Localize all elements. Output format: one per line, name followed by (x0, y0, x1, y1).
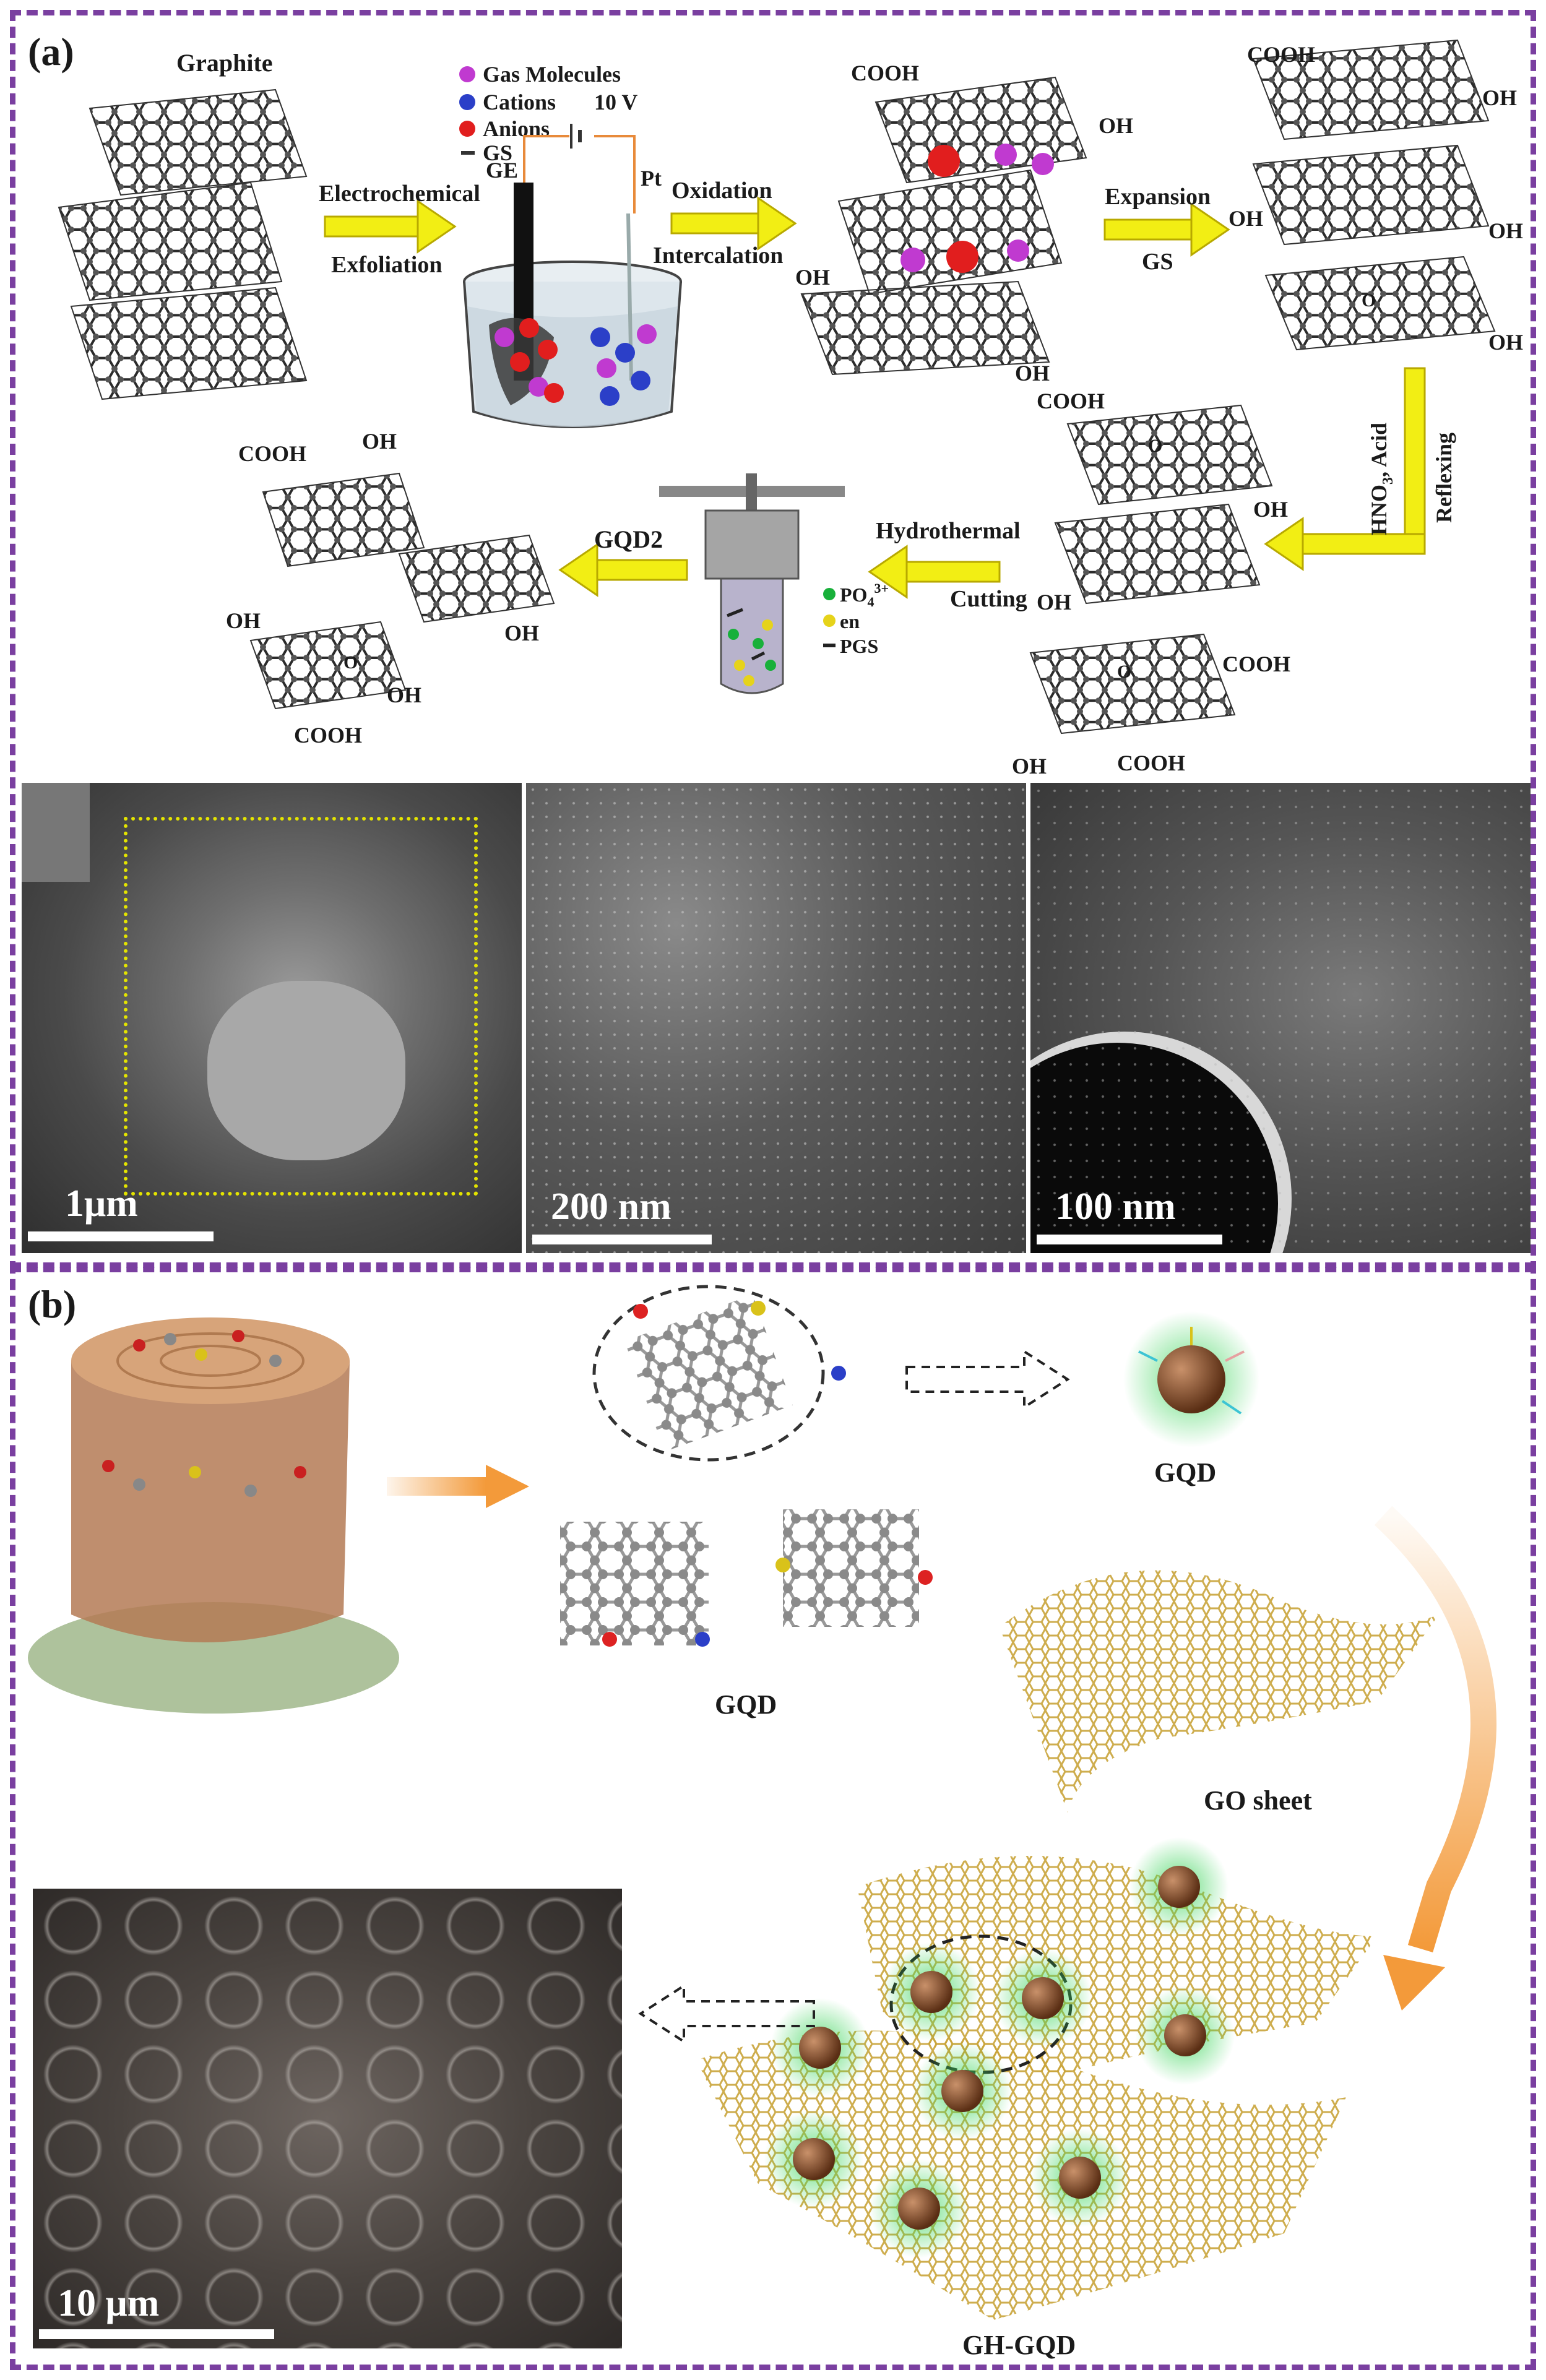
arrow-hydrothermal (868, 545, 1001, 599)
gqd2-fragments (249, 472, 555, 710)
step1-bottom-label: Exfoliation (331, 252, 442, 278)
step3-top-label: Expansion (1105, 184, 1211, 210)
group-oh-8: OH (1253, 497, 1288, 522)
gh-gqd-composite (696, 1837, 1377, 2320)
group-oh-9: OH (1037, 590, 1071, 614)
panel-a-label: (a) (28, 30, 74, 74)
legend-gas: Gas Molecules (483, 62, 621, 87)
step3-bottom-label: GS (1142, 249, 1173, 275)
panel-b-diagram: (b) (28, 1282, 1496, 2360)
legend-cations: Cations (483, 90, 556, 114)
legend-en: en (840, 610, 860, 632)
scale-bar-2 (532, 1235, 712, 1244)
step1-top-label: Electrochemical (319, 181, 480, 207)
group-cooh-3: COOH (1037, 389, 1105, 413)
group-cooh-5: COOH (1117, 751, 1185, 775)
arrow-expansion (1103, 202, 1230, 257)
scale-bar-4 (39, 2329, 274, 2339)
arrow-stump-to-gqd (387, 1465, 529, 1508)
step4-top-label: HNO3, Acid (1367, 423, 1396, 535)
scale-label-4: 10 μm (58, 2282, 160, 2324)
scale-label-1: 1μm (65, 1183, 138, 1225)
scale-label-3: 100 nm (1055, 1186, 1176, 1228)
panel-b: (b) (10, 1262, 1536, 2370)
step4-bottom-label: Reflexing (1432, 433, 1456, 523)
group-oh-11: OH (362, 429, 397, 454)
arrow-oxidation (670, 196, 797, 251)
group-cooh-1: COOH (851, 61, 919, 85)
gqd-single-label: GQD (1154, 1457, 1216, 1488)
gqd-particle (1123, 1311, 1259, 1447)
group-cooh-7: COOH (294, 723, 362, 748)
sem-image-200nm: 200 nm (526, 783, 1026, 1253)
arrow-gqd2 (558, 543, 688, 597)
scale-bar-3 (1037, 1235, 1222, 1244)
curved-arrow (1374, 1506, 1496, 2011)
group-oh-7: OH (1488, 330, 1523, 355)
dashed-arrow-to-sem (638, 1983, 815, 2044)
go-sheet-label: GO sheet (1204, 1785, 1312, 1816)
scale-bar-1 (28, 1231, 214, 1241)
autoclave-legend: PO43+ en PGS (823, 580, 889, 657)
electrode-pt-label: Pt (641, 166, 662, 191)
group-oh-14: OH (387, 683, 421, 707)
species-legend: Gas Molecules Cations Anions GS (459, 62, 621, 165)
legend-gs: GS (483, 140, 512, 165)
arrow-exfoliation (324, 199, 457, 254)
group-o-3: O (1117, 662, 1131, 682)
go-sheet (1000, 1570, 1439, 1813)
group-oh-1: OH (1099, 113, 1133, 138)
step2-bottom-label: Intercalation (653, 243, 783, 269)
electrochemical-cell (463, 124, 682, 428)
sem-image-10um: 10 μm (33, 1889, 622, 2348)
reflexed-sheets (1029, 404, 1273, 735)
electrode-ge-label: GE (486, 158, 518, 183)
group-oh-6: OH (1488, 218, 1523, 243)
group-cooh-6: COOH (238, 441, 306, 466)
group-cooh-2: COOH (1247, 42, 1315, 67)
legend-pgs: PGS (840, 635, 878, 657)
panel-a-diagram: (a) Graphite Electrochemical Exfoliation… (28, 30, 1523, 778)
graphite-stack (58, 88, 308, 400)
group-o-1: O (1362, 290, 1376, 311)
graphite-label: Graphite (176, 49, 273, 77)
sem-image-100nm: 100 nm (1030, 783, 1531, 1253)
step5-bottom-label: Cutting (950, 586, 1027, 612)
group-cooh-4: COOH (1222, 652, 1290, 676)
sem-image-1um: 1μm (22, 783, 522, 1253)
group-o-2: O (1148, 436, 1162, 456)
gh-gqd-label: GH-GQD (962, 2330, 1076, 2360)
group-oh-2: OH (795, 265, 830, 290)
group-oh-12: OH (226, 608, 261, 633)
group-oh-4: OH (1482, 85, 1517, 110)
legend-po4: PO43+ (840, 580, 889, 610)
panel-a: (a) Graphite Electrochemical Exfoliation… (10, 10, 1536, 1272)
group-oh-13: OH (504, 621, 539, 645)
autoclave (659, 473, 845, 694)
step5-top-label: Hydrothermal (876, 518, 1021, 544)
oxidized-graphene-stack (800, 76, 1087, 376)
panel-b-label: (b) (28, 1282, 76, 1326)
group-oh-3: OH (1015, 361, 1050, 386)
group-oh-5: OH (1229, 206, 1263, 231)
dashed-arrow-to-gqd (905, 1349, 1070, 1410)
step6-label: GQD2 (594, 525, 663, 553)
voltage-label: 10 V (594, 90, 637, 114)
gqd-cluster-label: GQD (715, 1689, 777, 1720)
step2-top-label: Oxidation (672, 178, 772, 204)
expanded-sheets (1252, 39, 1496, 351)
group-o-4: O (343, 652, 358, 673)
arrow-reflexing (1264, 367, 1426, 571)
tree-stump (28, 1317, 399, 1714)
scale-label-2: 200 nm (551, 1186, 672, 1228)
group-oh-10: OH (1012, 754, 1047, 778)
gqd-molecules (560, 1285, 933, 1647)
